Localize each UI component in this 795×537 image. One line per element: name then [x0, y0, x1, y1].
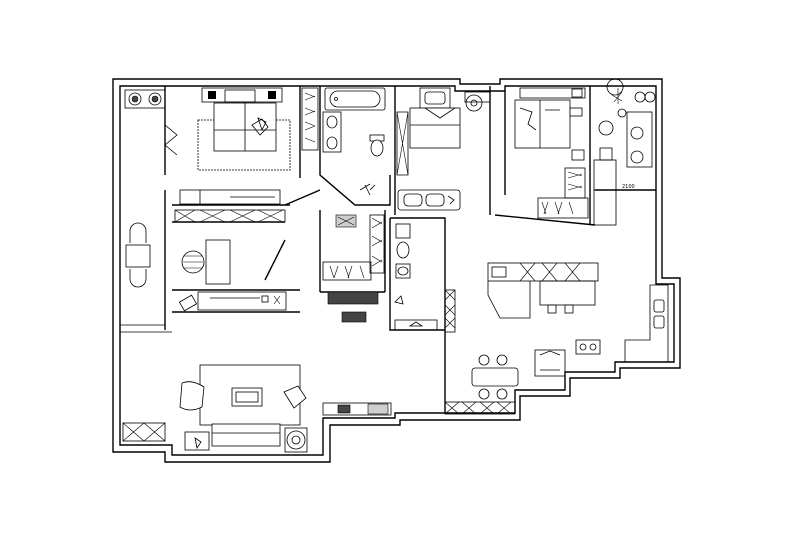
- plant-icon: [359, 183, 376, 196]
- bedroom-3: [514, 87, 589, 219]
- entry-cabinet: [394, 289, 456, 333]
- dining-table-icon: [125, 222, 151, 288]
- bathroom-1: [322, 87, 386, 196]
- bedside-icon: [571, 88, 583, 98]
- bathroom-2: [322, 214, 411, 323]
- sink-icon: [395, 263, 411, 279]
- wardrobe-icon: [301, 87, 319, 151]
- study: [593, 78, 656, 226]
- desk-icon: [205, 239, 231, 285]
- desk-icon: [626, 111, 653, 168]
- dimension-marker: 2100: [610, 184, 656, 191]
- left-room: [125, 222, 287, 312]
- bed-icon: [409, 87, 461, 149]
- stove-icon: [575, 339, 601, 355]
- bathtub-icon: [324, 87, 386, 111]
- coffee-table-icon: [231, 387, 263, 407]
- sofa-icon: [397, 189, 461, 211]
- sink-icon: [326, 115, 338, 150]
- wardrobe-icon: [537, 167, 589, 219]
- dimension-label: 2100: [622, 184, 635, 190]
- dining-table-icon: [471, 367, 519, 387]
- living-room: [122, 364, 392, 453]
- plant-icon: [394, 295, 404, 305]
- kitchen: [487, 262, 669, 377]
- sofa-icon: [211, 423, 281, 447]
- master-bedroom: [124, 87, 319, 205]
- toilet-icon: [395, 223, 411, 259]
- toilet-icon: [369, 134, 385, 157]
- kitchen-sink-icon: [653, 299, 665, 313]
- bed-icon: [197, 87, 291, 171]
- shoe-cabinet-icon: [327, 291, 379, 305]
- plant-icon: [606, 78, 624, 96]
- door-swing-icon: [164, 124, 178, 156]
- armchair-icon: [598, 120, 614, 136]
- bed-icon: [514, 99, 571, 149]
- bedroom-2: [396, 87, 491, 211]
- dining-room: [444, 354, 519, 415]
- wardrobe-strip: [174, 209, 286, 223]
- armchair-icon: [283, 385, 307, 409]
- tv-cabinet-icon: [178, 291, 287, 312]
- armchair-icon: [179, 381, 205, 411]
- dining-table-icon: [539, 280, 596, 306]
